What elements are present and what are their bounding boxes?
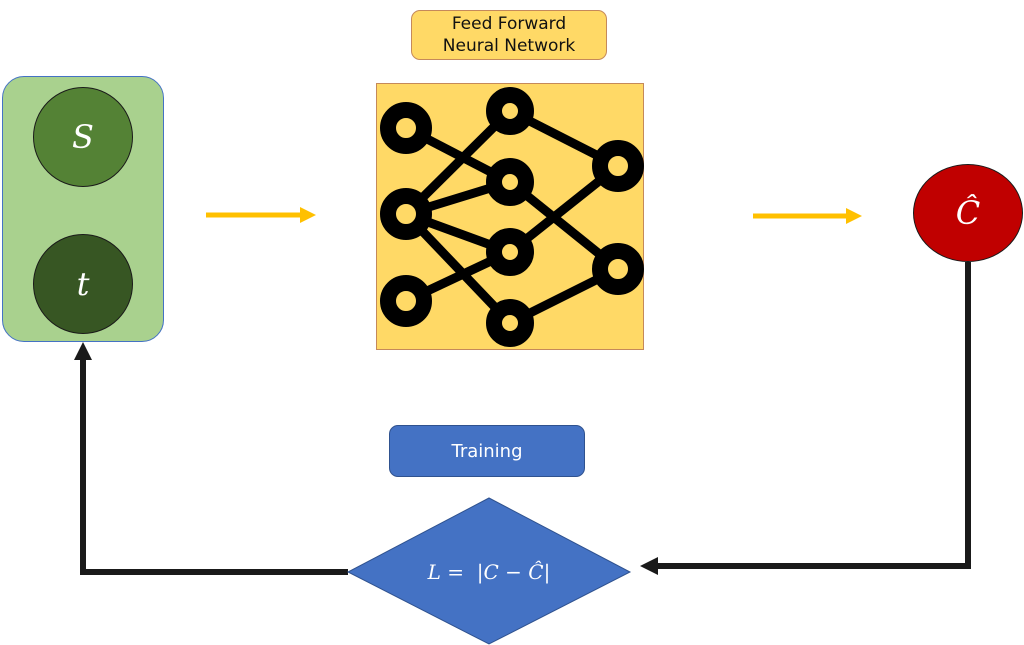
- input-node-s: S: [33, 87, 133, 187]
- training-label-box: Training: [389, 425, 585, 477]
- arrow-input-to-network: [206, 207, 316, 223]
- arrow-output-to-loss: [640, 262, 971, 575]
- output-label: Ĉ: [955, 194, 981, 232]
- output-node-c-hat: Ĉ: [913, 164, 1023, 262]
- network-node: [486, 228, 534, 276]
- input-t-label: t: [76, 265, 90, 303]
- training-label: Training: [451, 440, 523, 462]
- arrow-network-to-output: [753, 208, 862, 224]
- network-node: [592, 140, 644, 192]
- neural-network-icon: [380, 87, 644, 347]
- network-node: [486, 87, 534, 135]
- network-node: [592, 243, 644, 295]
- title-line-1: Feed Forward: [451, 14, 567, 34]
- network-node: [380, 102, 432, 154]
- network-node: [486, 158, 534, 206]
- network-node: [486, 299, 534, 347]
- loss-diamond: [346, 497, 632, 645]
- loss-formula: L = |C − Ĉ|: [427, 560, 551, 584]
- title-line-2: Neural Network: [442, 36, 576, 56]
- arrow-loss-to-input: [74, 342, 348, 575]
- input-node-t: t: [33, 234, 133, 334]
- network-node: [380, 188, 432, 240]
- neural-network-box: [376, 83, 644, 350]
- input-s-label: S: [72, 118, 94, 156]
- network-node: [380, 275, 432, 327]
- network-title-box: Feed Forward Neural Network: [411, 10, 607, 60]
